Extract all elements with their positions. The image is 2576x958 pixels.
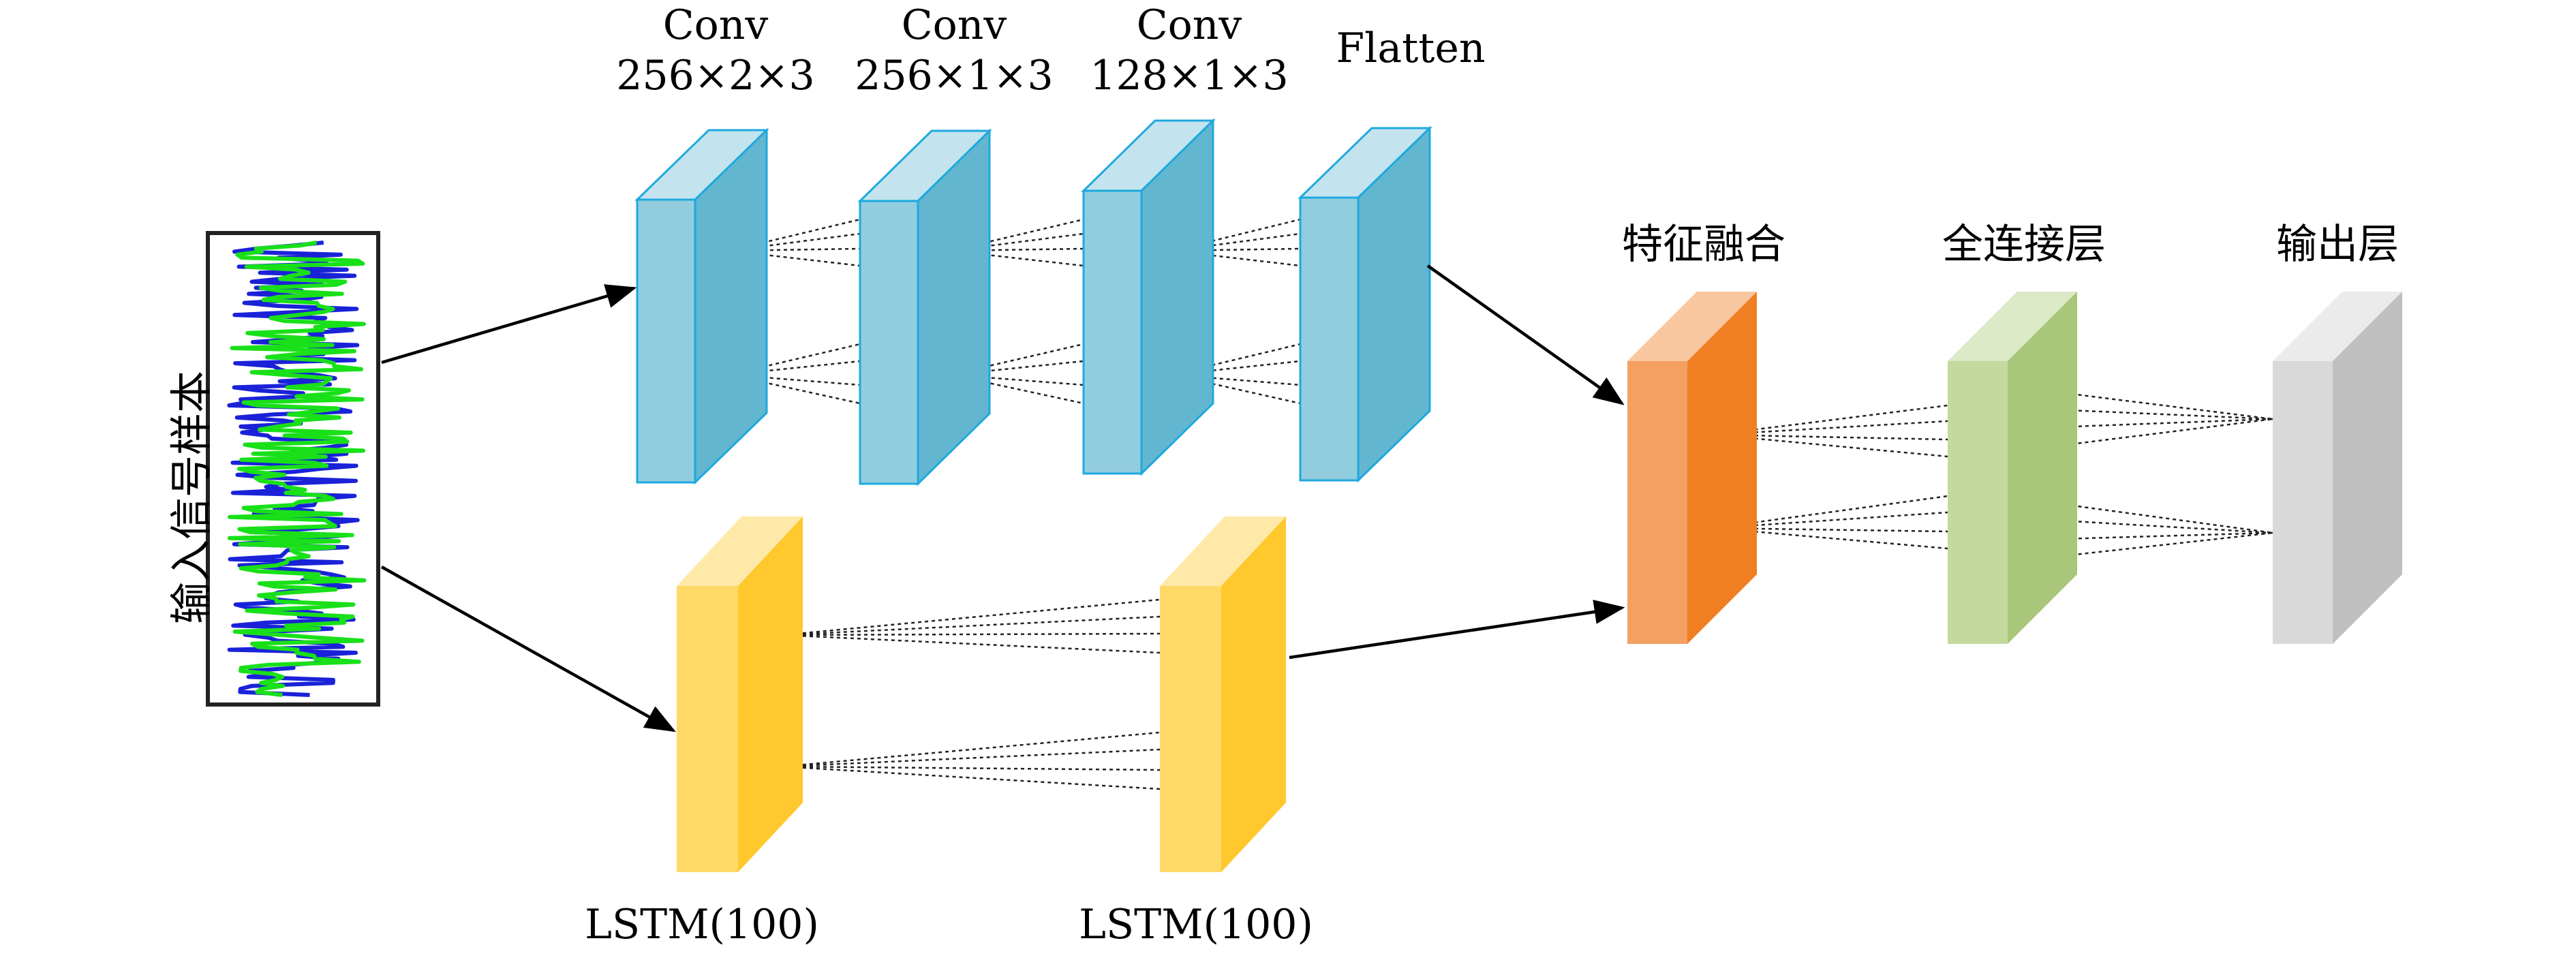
lstm2-block-front-face xyxy=(1160,586,1221,872)
fusion-dense-connector-a-line-2 xyxy=(1713,433,1948,441)
conv2-block-front-face xyxy=(859,200,919,485)
dense-output-connector-b-line-1 xyxy=(2037,518,2273,534)
dense-output-connector-a-line-1 xyxy=(2037,407,2273,420)
lstm-connector-b-line-1 xyxy=(782,748,1161,768)
dense-output-connector-b-line-0 xyxy=(2037,499,2273,534)
lstm-connector-a-line-2 xyxy=(782,632,1161,636)
conv1-label: Conv 256×2×3 xyxy=(600,0,831,101)
output-block-side-face xyxy=(2333,292,2402,644)
input-signal-plot xyxy=(206,231,380,707)
lstm1-block xyxy=(677,516,803,872)
lstm2-block xyxy=(1160,516,1286,872)
arrow-flatten-to-fusion xyxy=(1426,264,1625,405)
output-block-front-face xyxy=(2273,361,2333,644)
dense-output-connector-b-line-2 xyxy=(2037,531,2273,541)
fusion-block-top-face xyxy=(1627,292,1757,361)
flatten-label: Flatten xyxy=(1336,25,1486,72)
flow-arrow-group xyxy=(380,264,1625,732)
fusion-dense-connector-b-line-1 xyxy=(1713,511,1948,529)
fusion-dense-connector-b-line-3 xyxy=(1713,527,1948,550)
dense-block xyxy=(1948,292,2077,644)
lstm1-block-top-face xyxy=(677,516,803,586)
conv2-label-line2: 256×1×3 xyxy=(855,52,1054,99)
dense-block-top-face xyxy=(1948,292,2077,361)
lstm-connector-a-line-3 xyxy=(782,634,1161,654)
dense-layer-label: 全连接层 xyxy=(1942,221,2106,268)
conv1-block xyxy=(634,127,769,485)
lstm-connector-b-line-3 xyxy=(782,765,1161,790)
conv3-label: Conv 128×1×3 xyxy=(1073,0,1305,101)
fusion-label: 特征融合 xyxy=(1622,221,1785,268)
conv3-label-line1: Conv xyxy=(1136,1,1242,49)
lstm-connector-a-line-1 xyxy=(782,615,1161,636)
fusion-block-side-face xyxy=(1687,292,1757,644)
arrow-input-to-conv xyxy=(381,284,637,365)
fusion-dense-connector-a-line-3 xyxy=(1713,433,1948,458)
arrow-input-to-lstm xyxy=(380,566,676,732)
fusion-dense-connector-a-line-1 xyxy=(1713,420,1948,436)
conv1-block-front-face xyxy=(636,198,696,484)
conv3-block-front-face xyxy=(1082,189,1143,475)
conv3-label-line2: 128×1×3 xyxy=(1090,52,1289,99)
output-block-top-face xyxy=(2273,292,2402,361)
layer-block-group xyxy=(634,118,2402,872)
lstm1-block-front-face xyxy=(677,586,738,872)
input-wave-green xyxy=(227,241,367,697)
dense-block-front-face xyxy=(1948,361,2008,644)
lstm1-label: LSTM(100) xyxy=(585,901,819,948)
arrow-lstm-to-fusion xyxy=(1289,600,1625,660)
conv1-label-line1: Conv xyxy=(662,1,769,49)
conv3-block xyxy=(1081,118,1216,476)
lstm1-block-side-face xyxy=(738,516,803,872)
lstm2-block-side-face xyxy=(1221,516,1286,872)
output-layer-label: 输出层 xyxy=(2276,221,2399,268)
input-signal-label: 输入信号样本 xyxy=(166,371,216,625)
conv2-label: Conv 256×1×3 xyxy=(838,0,1070,101)
output-block xyxy=(2273,292,2402,644)
flatten-block-front-face xyxy=(1299,196,1360,482)
dense-output-connector-a-line-0 xyxy=(2037,388,2273,420)
conv2-label-line1: Conv xyxy=(901,1,1007,49)
dense-output-connector-b-line-3 xyxy=(2037,531,2273,560)
fusion-block xyxy=(1627,292,1757,644)
dense-output-connector-a-line-2 xyxy=(2037,418,2273,429)
lstm2-label: LSTM(100) xyxy=(1079,901,1313,948)
dense-output-connector-a-line-3 xyxy=(2037,418,2273,450)
input-wave-blue xyxy=(227,241,360,697)
dense-block-side-face xyxy=(2008,292,2077,644)
conv1-label-line2: 256×2×3 xyxy=(616,52,815,99)
fusion-dense-connector-b-line-2 xyxy=(1713,527,1948,533)
lstm-connector-b-line-0 xyxy=(782,731,1161,768)
flatten-block xyxy=(1298,125,1432,483)
lstm-connector-b-line-2 xyxy=(782,765,1161,771)
lstm2-block-top-face xyxy=(1160,516,1286,586)
lstm-connector-a-line-0 xyxy=(782,598,1161,636)
fusion-dense-connector-b-line-0 xyxy=(1713,495,1948,529)
conv2-block xyxy=(857,128,992,486)
fusion-dense-connector-a-line-0 xyxy=(1713,404,1948,436)
fusion-block-front-face xyxy=(1627,361,1687,644)
